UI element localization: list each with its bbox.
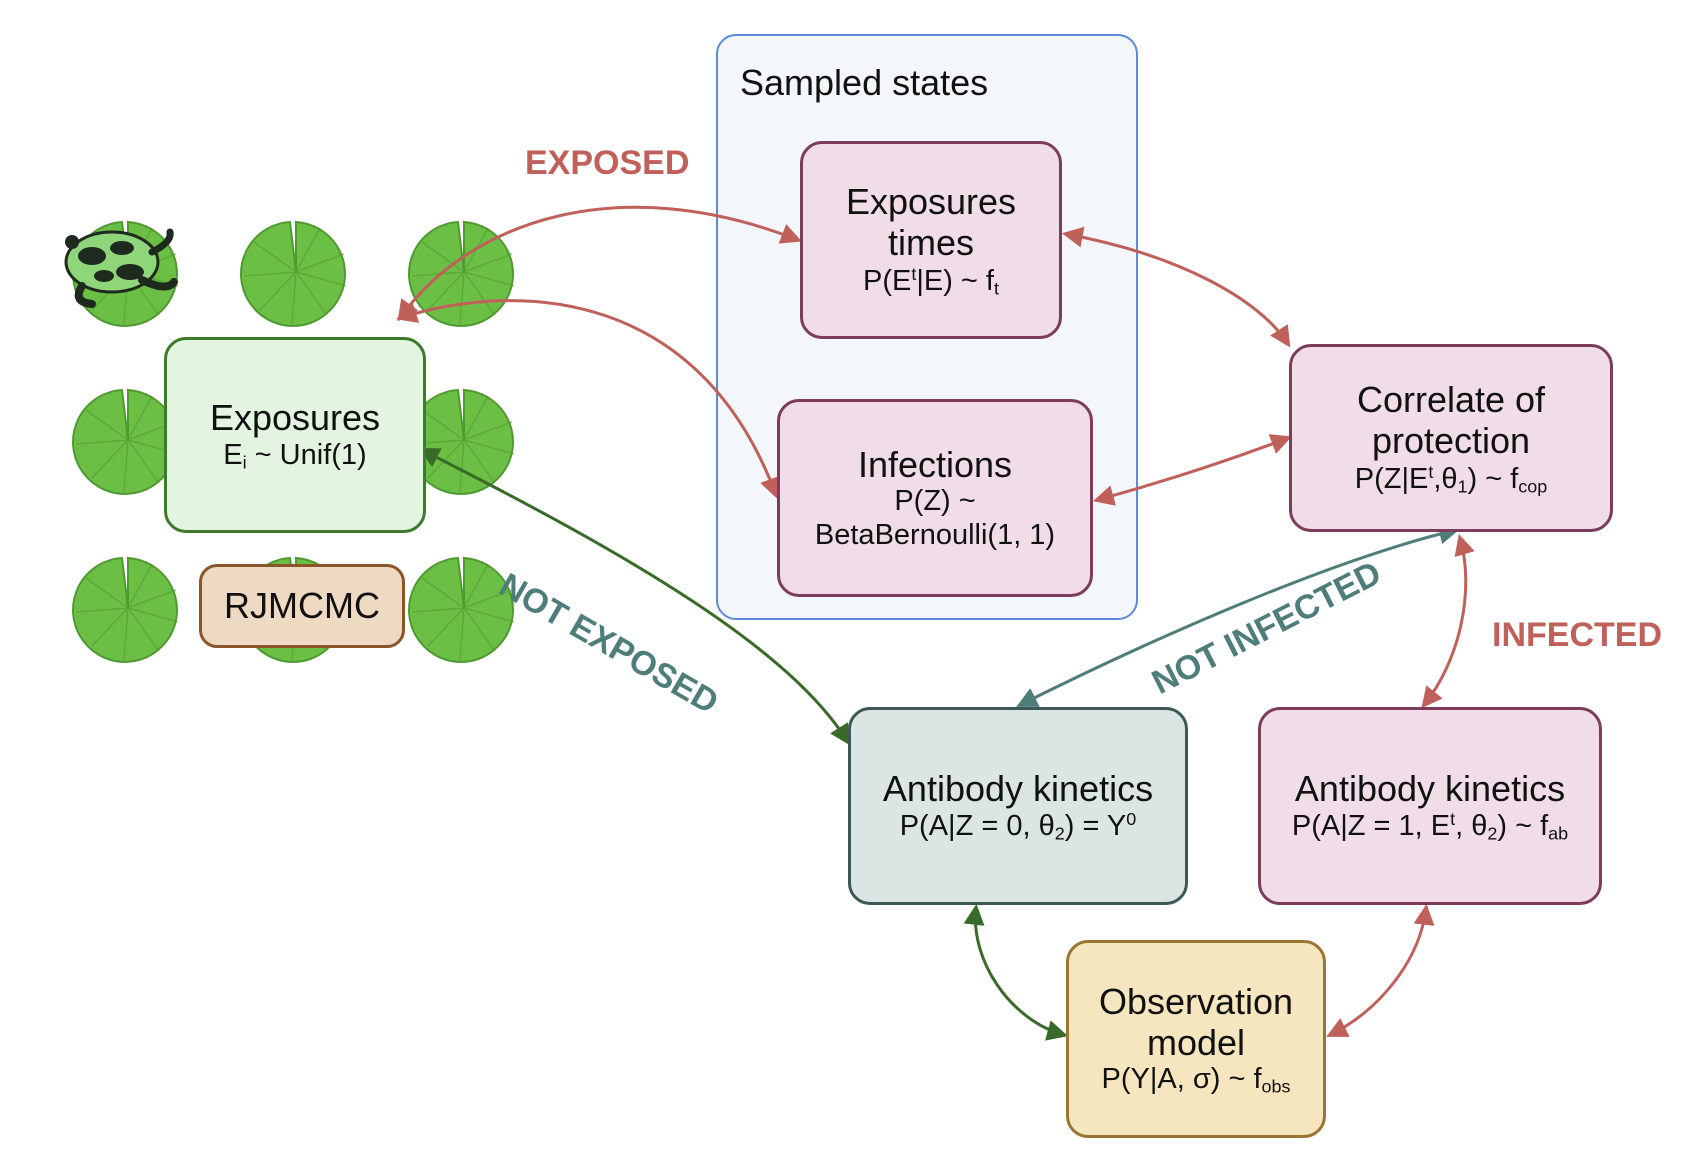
node-exposure-times: Exposures times P(Et|E) ~ ft <box>800 141 1062 339</box>
node-infections: Infections P(Z) ~ BetaBernoulli(1, 1) <box>777 399 1093 597</box>
edge-ab-infected-to-observation <box>1326 903 1435 1037</box>
edge-infected <box>1421 533 1475 709</box>
edge-label-exposed: EXPOSED <box>525 144 690 182</box>
edge-exposures-to-infections <box>395 299 780 499</box>
edge-not-exposed <box>418 448 851 746</box>
edge-exposed-to-exposure-times <box>397 205 802 322</box>
node-rjmcmc: RJMCMC <box>199 564 405 648</box>
edge-ab-not-infected-to-observation <box>963 903 1069 1041</box>
frog-icon <box>64 228 178 308</box>
node-antibody-kinetics-infected: Antibody kinetics P(A|Z = 1, Et, θ2) ~ f… <box>1258 707 1602 905</box>
node-antibody-kinetics-not-infected: Antibody kinetics P(A|Z = 0, θ2) = Y0 <box>848 707 1188 905</box>
node-observation-model: Observation model P(Y|A, σ) ~ fobs <box>1066 940 1326 1138</box>
edge-not-infected <box>1016 523 1461 707</box>
edge-infections-to-correlate <box>1092 434 1292 506</box>
node-exposures: Exposures Ei ~ Unif(1) <box>164 337 426 533</box>
edge-exposure-times-to-correlate <box>1061 226 1291 348</box>
group-title: Sampled states <box>740 62 989 103</box>
lily-pad-grid <box>64 117 515 663</box>
edge-label-infected: INFECTED <box>1492 616 1662 654</box>
node-correlate-of-protection: Correlate of protection P(Z|Et,θ1) ~ fco… <box>1289 344 1613 532</box>
